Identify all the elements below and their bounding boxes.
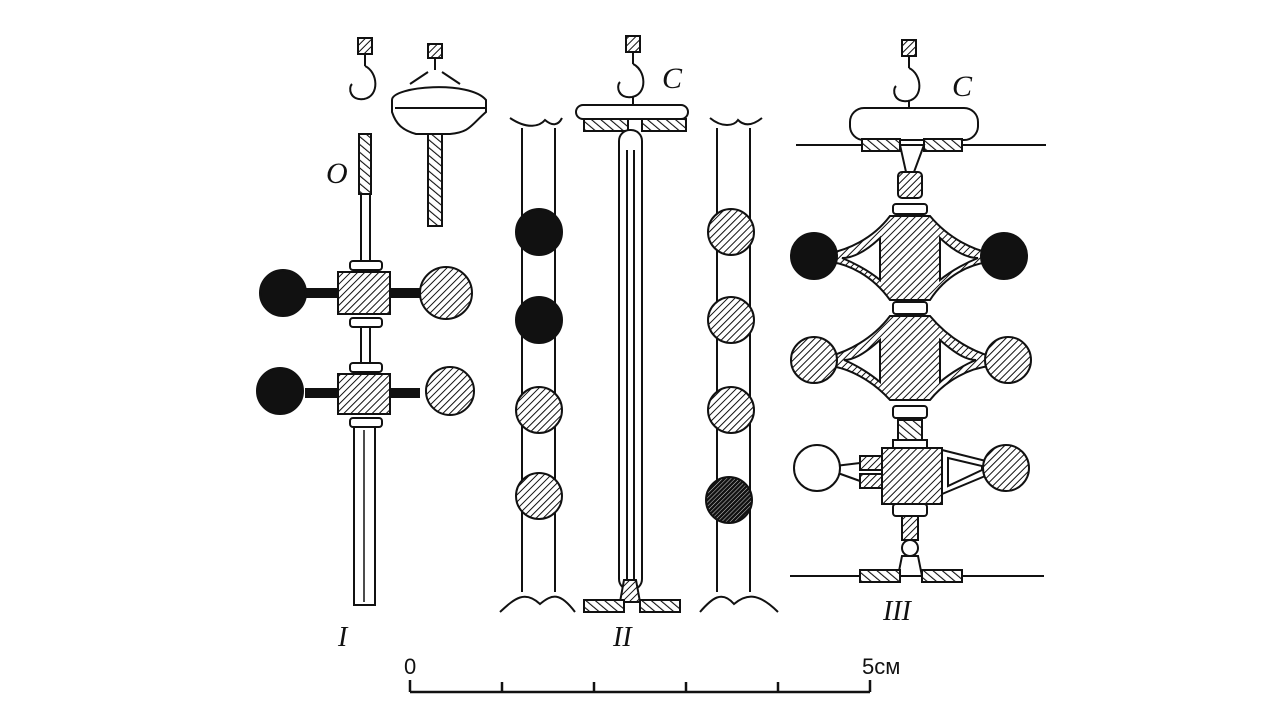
label-C-III: C: [952, 70, 973, 103]
label-II: II: [612, 622, 633, 653]
label-I: I: [337, 622, 349, 653]
label-III: III: [882, 596, 913, 627]
hatched-ball: [790, 336, 838, 384]
hatched-ball: [707, 386, 755, 434]
spring: [358, 133, 372, 195]
hatched-ball: [515, 472, 563, 520]
model-II: C: [499, 35, 779, 653]
dark-hatched-ball: [705, 476, 753, 524]
left-strand: [499, 117, 576, 613]
label-C-II: C: [662, 62, 683, 95]
black-ball: [256, 367, 304, 415]
open-ball: [793, 444, 841, 492]
scale-bar: 0 5см: [404, 654, 900, 694]
frame-unit-3: [793, 439, 1030, 505]
cross-unit-lower: [256, 366, 475, 416]
scale-start-label: 0: [404, 654, 416, 679]
hatched-ball: [707, 296, 755, 344]
black-ball: [515, 296, 563, 344]
label-O: O: [326, 157, 348, 190]
black-ball: [259, 269, 307, 317]
frame-unit-1: [790, 215, 1028, 301]
hatched-ball: [515, 386, 563, 434]
black-ball: [980, 232, 1028, 280]
black-ball: [790, 232, 838, 280]
hook-icon: [893, 39, 921, 103]
scale-end-label: 5см: [862, 654, 900, 679]
model-I: O I: [256, 37, 475, 653]
cross-unit-upper: [259, 266, 473, 320]
hatched-ball: [984, 336, 1032, 384]
black-ball: [515, 208, 563, 256]
detail-clamp: [391, 43, 487, 227]
model-III: C: [790, 39, 1046, 627]
hook-icon: [349, 37, 377, 101]
frame-unit-2: [790, 315, 1032, 401]
hook-icon: [617, 35, 645, 99]
hatched-ball: [707, 208, 755, 256]
hatched-ball: [419, 266, 473, 320]
right-strand: [699, 117, 779, 613]
hatched-ball: [425, 366, 475, 416]
hatched-ball: [982, 444, 1030, 492]
